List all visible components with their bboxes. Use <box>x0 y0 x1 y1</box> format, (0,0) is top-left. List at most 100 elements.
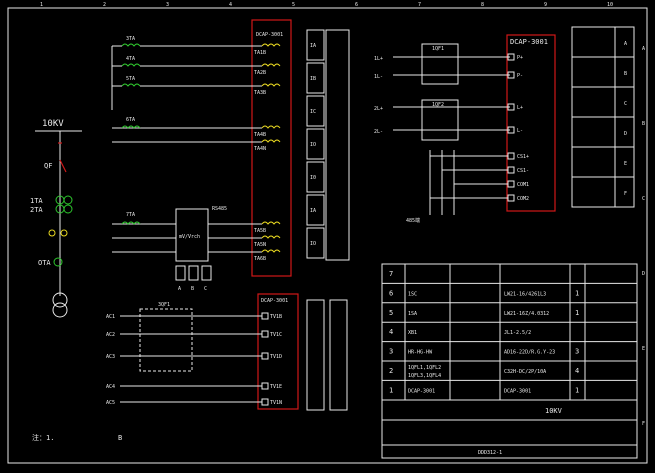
ct-label: 5TA <box>126 76 135 82</box>
table-cell-model: LW21-16Z/4.0312 <box>504 311 549 317</box>
signal-cell-label: IA <box>310 208 316 214</box>
table-cell-model: AD16-22D/R.G.Y-23 <box>504 350 555 356</box>
lower-terminal-label: TV1E <box>270 384 282 390</box>
bus-label: 10KV <box>42 119 64 129</box>
row-letter: D <box>642 271 645 277</box>
dc-breaker-1-box <box>421 43 459 85</box>
table-cell-code: DCAP-3001 <box>408 388 435 394</box>
dc-terminal-label: COM2 <box>517 196 529 202</box>
column-number: 9 <box>544 2 547 8</box>
lower-device-frame <box>257 293 299 410</box>
ct-label: 7TA <box>126 212 135 218</box>
column-number: 10 <box>607 2 613 8</box>
table-cell-no: 6 <box>389 289 393 297</box>
dc-input-label: 2L- <box>374 129 383 135</box>
dc-terminal-label: COM1 <box>517 182 529 188</box>
table-cell-code: 1SA <box>408 311 417 317</box>
ct-1ta-b <box>63 195 73 205</box>
dc-breaker-2-label: 1QF2 <box>432 102 444 108</box>
ct-label: 3TA <box>126 36 135 42</box>
bottom-terminal <box>201 265 212 281</box>
table-cell-code: 1SC <box>408 291 417 297</box>
ct-label: 6TA <box>126 117 135 123</box>
dc-terminal-label: L+ <box>517 105 523 111</box>
bottom-terminal-label: A <box>178 286 181 292</box>
signal-cell-label: I0 <box>310 175 316 181</box>
lower-input-label: AC2 <box>106 332 115 338</box>
bottom-terminal-label: B <box>191 286 194 292</box>
signal-cell-label: IC <box>310 109 316 115</box>
table-cell-no: 7 <box>389 270 393 278</box>
dc-breaker-1-label: 1QF1 <box>432 46 444 52</box>
terminal-label: TA4B <box>254 132 266 138</box>
signal-box-right <box>325 29 350 261</box>
ct-coil <box>121 63 141 67</box>
column-number: 6 <box>355 2 358 8</box>
lower-input-label: AC3 <box>106 354 115 360</box>
panel-row-label: B <box>624 71 627 77</box>
ct-ota-label: OTA <box>38 259 51 267</box>
dc-terminal <box>507 126 515 134</box>
meter-coil <box>261 221 281 225</box>
row-letter: A <box>642 46 645 52</box>
dc-terminal <box>507 71 515 79</box>
meter-coil <box>261 43 281 47</box>
signal-cell-label: IA <box>310 43 316 49</box>
panel-row-label: F <box>624 191 627 197</box>
meter-coil <box>261 125 281 129</box>
table-cell-model: DCAP-3001 <box>504 388 531 394</box>
meter-coil <box>261 139 281 143</box>
signal-cell-label: IO <box>310 142 316 148</box>
meter-a-device: DCAP-3001 <box>256 32 283 38</box>
dc-terminal <box>507 103 515 111</box>
indicator-lamp-1 <box>48 229 56 237</box>
meter-coil <box>261 83 281 87</box>
signal-cell <box>306 62 325 94</box>
indicator-lamp-2 <box>60 229 68 237</box>
bottom-terminal-label: C <box>204 286 207 292</box>
row-letter: F <box>642 421 645 427</box>
signal-cell <box>306 29 325 61</box>
column-number: 7 <box>418 2 421 8</box>
table-cell-no: 3 <box>389 348 393 356</box>
dc-input-label: 1L+ <box>374 56 383 62</box>
lower-input-label: AC1 <box>106 314 115 320</box>
dc-terminal <box>507 152 515 160</box>
signal-cell-label: IO <box>310 241 316 247</box>
dc-terminal <box>507 180 515 188</box>
ct-ota <box>53 257 63 267</box>
table-cell-code: 1QFL3,1QFL4 <box>408 373 441 379</box>
lower-terminal-label: TV1D <box>270 354 282 360</box>
table-cell-qty: 1 <box>575 309 579 317</box>
meter-block-b: 6TA TA4B TA4N <box>112 117 281 152</box>
primary-circuit: 10KV QF 1TA 2TA OTA <box>30 119 82 318</box>
note-prefix: 注：1. <box>32 433 54 442</box>
table-cell-code: 1QFL1,1QFL2 <box>408 365 441 371</box>
dc-terminal-label: P+ <box>517 55 523 61</box>
panel-row-label: A <box>624 41 627 47</box>
meter-red-frame <box>251 19 292 277</box>
ct-coil <box>121 43 141 47</box>
signal-cell <box>306 95 325 127</box>
meter-coil <box>261 249 281 253</box>
table-cell-model: JL1-2.5/2 <box>504 330 531 336</box>
transformer-secondary <box>52 302 68 318</box>
table-cell-code: HR-HG-HW <box>408 350 433 356</box>
ct-1ta-label: 1TA <box>30 197 43 205</box>
dc-device-frame <box>506 34 556 212</box>
terminal-label: TA5B <box>254 228 266 234</box>
dc-device-label: DCAP-3001 <box>510 38 548 46</box>
table-cell-qty: 1 <box>575 386 579 394</box>
signal-cell <box>306 194 325 226</box>
terminal-label: TA4N <box>254 146 266 152</box>
dc-input-label: 2L+ <box>374 106 383 112</box>
meter-coil <box>261 63 281 67</box>
dc-terminal-label: CS1+ <box>517 154 529 160</box>
